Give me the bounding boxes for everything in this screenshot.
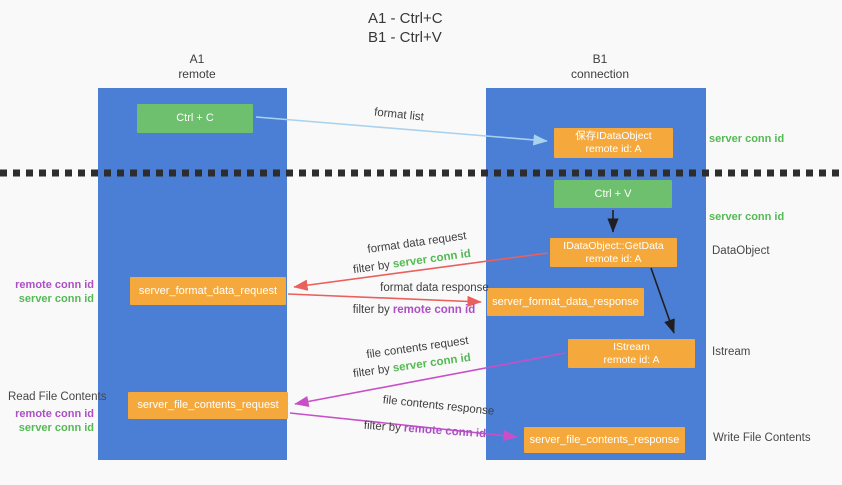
ctrl-v-label: Ctrl + V	[594, 188, 632, 200]
file-contents-response-arrow	[289, 412, 518, 442]
lifeline-a-subtitle: remote	[178, 67, 216, 81]
server-format-data-response-label: server_format_data_response	[492, 296, 639, 308]
save-dataobject-line2: remote id: A	[585, 143, 642, 155]
server-conn-id-label-2: server conn id	[18, 422, 94, 434]
server-file-contents-response-box: server_file_contents_response	[524, 427, 685, 453]
server-format-data-response-box: server_format_data_response	[487, 288, 644, 316]
lifeline-a-header: A1 remote	[137, 52, 257, 82]
format-data-response-label: format data response	[380, 282, 489, 294]
server-format-data-request-label: server_format_data_request	[138, 285, 278, 297]
server-file-contents-request-label: server_file_contents_request	[137, 399, 279, 411]
left-conn-id-group-2: remote conn id server conn id	[0, 407, 94, 435]
lifeline-b-header: B1 connection	[536, 52, 664, 82]
server-file-contents-response-label: server_file_contents_response	[529, 434, 680, 446]
diagram-title: A1 - Ctrl+C B1 - Ctrl+V	[368, 9, 443, 47]
left-conn-id-group-1: remote conn id server conn id	[0, 278, 94, 306]
getdata-box: IDataObject::GetData remote id: A	[550, 238, 677, 267]
write-file-contents-label: Write File Contents	[713, 432, 811, 444]
server-conn-id-mid-label: server conn id	[709, 211, 785, 223]
filter-by-text-2: filter by	[352, 304, 390, 316]
filter-by-text-4: filter by	[363, 419, 402, 435]
server-format-data-request-box: server_format_data_request	[130, 277, 286, 305]
server-conn-id-top-label: server conn id	[709, 133, 785, 145]
format-data-request-arrow	[293, 252, 549, 291]
read-file-contents-label: Read File Contents	[8, 391, 107, 403]
remote-conn-id-label-2: remote conn id	[15, 408, 94, 420]
format-list-arrow	[255, 116, 548, 146]
getdata-line1: IDataObject::GetData	[563, 240, 664, 252]
file-contents-request-arrow	[294, 352, 566, 407]
remote-conn-id-label-1: remote conn id	[15, 279, 94, 291]
istream-side-label: Istream	[712, 346, 751, 358]
save-dataobject-line1: 保存IDataObject	[575, 130, 652, 142]
istream-box: IStream remote id: A	[568, 339, 695, 368]
lifeline-a-name: A1	[189, 52, 205, 66]
format-data-response-arrow	[287, 293, 482, 308]
lifeline-b-name: B1	[592, 52, 608, 66]
ctrl-c-box: Ctrl + C	[137, 104, 253, 133]
title-line-1: A1 - Ctrl+C	[368, 10, 443, 27]
filter-key-remote-2: remote conn id	[392, 304, 476, 316]
ctrl-v-box: Ctrl + V	[554, 180, 672, 208]
getdata-to-istream-arrow	[650, 267, 675, 334]
ctrl-c-label: Ctrl + C	[176, 112, 214, 124]
dataobject-label: DataObject	[712, 245, 770, 257]
save-dataobject-box: 保存IDataObject remote id: A	[554, 128, 673, 158]
getdata-line2: remote id: A	[585, 253, 642, 265]
server-file-contents-request-box: server_file_contents_request	[128, 392, 288, 419]
server-conn-id-label-1: server conn id	[18, 293, 94, 305]
istream-line2: remote id: A	[603, 354, 660, 366]
lifeline-b-subtitle: connection	[570, 67, 630, 81]
title-line-2: B1 - Ctrl+V	[368, 29, 442, 46]
istream-line1: IStream	[613, 341, 650, 353]
